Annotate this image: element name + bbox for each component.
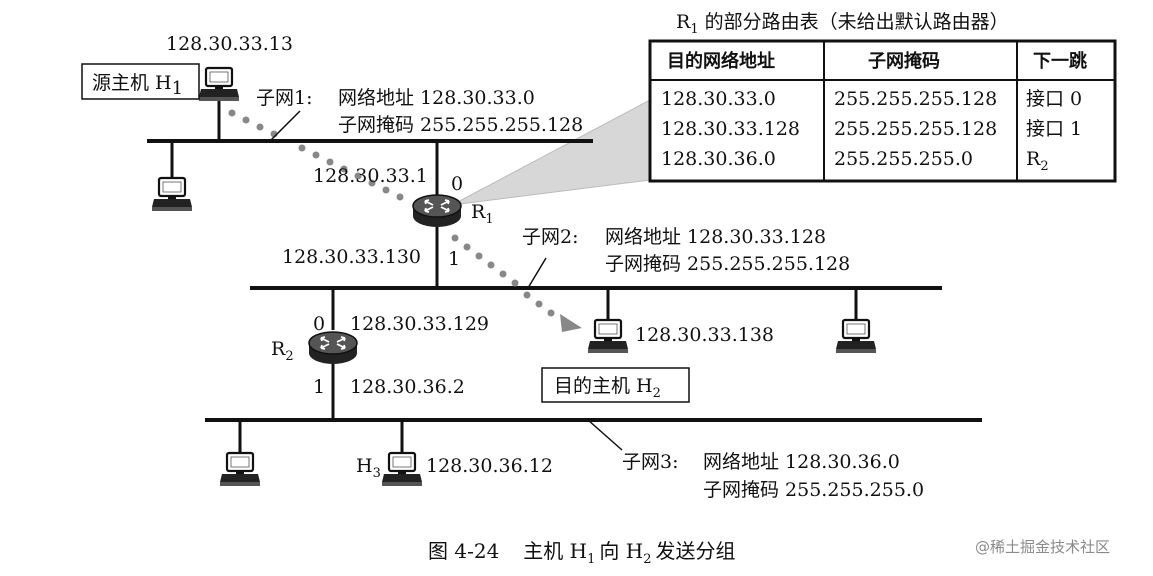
table-cell: 128.30.33.0: [661, 88, 776, 110]
router-r2: [308, 331, 358, 365]
table-cell: 128.30.33.128: [661, 118, 800, 140]
r1-name: R1: [471, 201, 494, 227]
subnet3-pointer: [587, 419, 623, 451]
subnet1-pointer: [269, 110, 301, 142]
r2-name: R2: [271, 338, 294, 364]
host-h3-pc-icon: [380, 451, 424, 488]
table-cell: 255.255.255.128: [834, 88, 997, 110]
subnet1-pc-icon: [150, 176, 194, 213]
subnet1-name: 子网1:: [256, 87, 313, 109]
r2-if1-number: 1: [313, 376, 325, 398]
subnet3-name: 子网3:: [622, 451, 679, 473]
router-r1: [412, 194, 462, 228]
table-cell: 255.255.255.128: [834, 118, 997, 140]
subnet2-name: 子网2:: [522, 226, 579, 248]
source-host-box: [81, 63, 200, 100]
h3-name: H3: [356, 455, 381, 481]
r1-if0-ip: 128.30.33.1: [313, 165, 428, 187]
dest-host-ip: 128.30.33.138: [635, 324, 774, 346]
watermark: @稀土掘金技术社区: [975, 538, 1110, 556]
subnet2-address: 网络地址 128.30.33.128: [605, 226, 826, 248]
r2-if0-number: 0: [313, 313, 325, 335]
table-cell: 接口 0: [1026, 88, 1082, 110]
host-h1-pc-icon: [197, 66, 241, 103]
dest-host-box: [541, 367, 690, 403]
subnet1-mask: 子网掩码 255.255.255.128: [338, 114, 583, 136]
table-cell: 128.30.36.0: [661, 148, 776, 170]
table-cell: R2: [1026, 148, 1049, 174]
h3-ip: 128.30.36.12: [426, 455, 553, 477]
subnet3-pc-icon: [218, 451, 262, 488]
subnet2-pc-icon: [834, 318, 878, 355]
source-host-label: 源主机 H1: [92, 72, 183, 99]
table-header-nexthop: 下一跳: [1033, 50, 1087, 72]
r1-if0-number: 0: [451, 173, 463, 195]
table-header-dest: 目的网络地址: [667, 50, 775, 72]
subnet3-address: 网络地址 128.30.36.0: [703, 451, 900, 473]
table-header-mask: 子网掩码: [868, 50, 940, 72]
packet-path: [228, 109, 582, 332]
source-host-ip: 128.30.33.13: [166, 33, 293, 55]
r1-if1-number: 1: [448, 248, 460, 270]
dest-host-label: 目的主机 H2: [554, 375, 661, 401]
subnet1-address: 网络地址 128.30.33.0: [338, 87, 535, 109]
subnet3-mask: 子网掩码 255.255.255.0: [703, 479, 924, 501]
host-h2-pc-icon: [586, 318, 630, 355]
table-cell: 255.255.255.0: [834, 148, 973, 170]
r2-if1-ip: 128.30.36.2: [350, 376, 465, 398]
subnet2-mask: 子网掩码 255.255.255.128: [605, 253, 850, 275]
subnet2-pointer: [527, 257, 547, 289]
r1-if1-ip: 128.30.33.130: [282, 246, 421, 268]
table-cell: 接口 1: [1026, 118, 1082, 140]
r2-if0-ip: 128.30.33.129: [350, 313, 489, 335]
